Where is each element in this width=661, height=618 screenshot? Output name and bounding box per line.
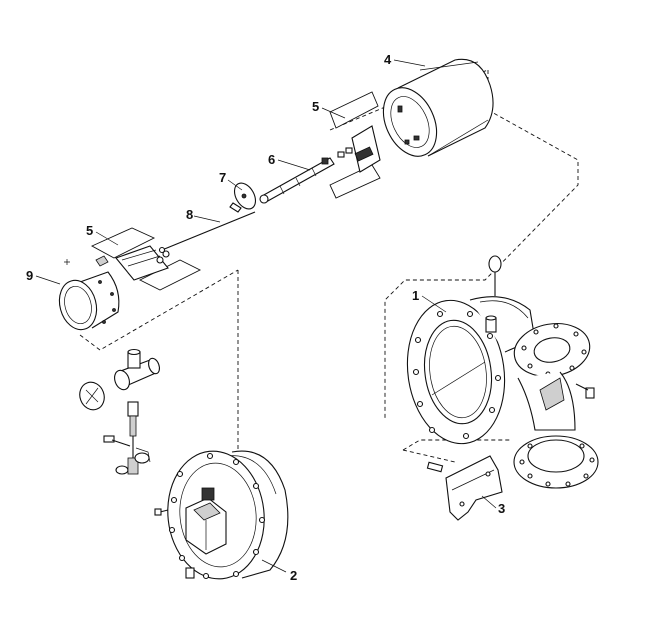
part-4-actuator-housing: [382, 58, 494, 157]
part-9-bearing-ring: [58, 259, 120, 331]
part-6-shaft: [259, 157, 335, 204]
part-5-upper-screen-plates: [329, 91, 381, 199]
callout-7: 7: [219, 170, 226, 185]
callout-6: 6: [268, 152, 275, 167]
callout-9: 9: [26, 268, 33, 283]
part-1-valve-body: [406, 255, 599, 489]
callout-1: 1: [412, 288, 419, 303]
callout-labels: 1 2 3 4 5 5 6 7 8 9: [26, 52, 505, 583]
stem-and-handwheel-parts: [79, 348, 160, 475]
callout-5-upper: 5: [312, 99, 319, 114]
leader-lines: [35, 59, 497, 573]
callout-3: 3: [498, 501, 505, 516]
callout-2: 2: [290, 568, 297, 583]
part-7-flange-disc: [229, 182, 257, 213]
part-8-rod: [158, 211, 256, 254]
part-5-lower-screen-plates: [90, 227, 202, 291]
callout-4: 4: [384, 52, 392, 67]
part-2-lower-valve-section: [154, 450, 289, 580]
callout-5-lower: 5: [86, 223, 93, 238]
part-3-support-bracket: [426, 455, 503, 521]
callout-8: 8: [186, 207, 193, 222]
